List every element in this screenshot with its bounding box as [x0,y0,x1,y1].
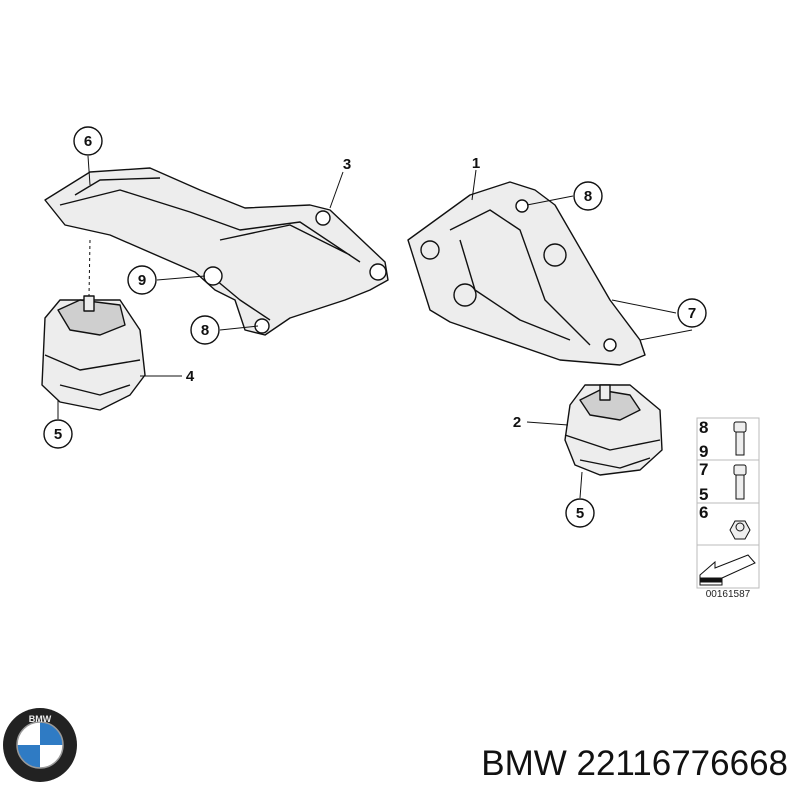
bolt-icons [729,421,751,540]
bmw-logo-text: BMW [29,714,52,724]
legend-8: 8 [699,418,708,437]
fastener-legend [696,417,760,589]
callout-4: 4 [186,368,195,385]
callout-9: 9 [138,272,146,289]
callout-8-right: 8 [584,188,592,205]
legend-9: 9 [699,442,708,461]
bracket-left [44,167,389,336]
callout-8-left: 8 [201,322,209,339]
legend-6: 6 [699,503,708,522]
callout-6: 6 [84,133,92,150]
direction-arrow-icon [699,554,756,586]
diagram-id: 00161587 [705,589,751,600]
legend-7: 7 [699,460,708,479]
callout-2: 2 [513,414,521,431]
callout-5-right: 5 [576,505,584,522]
legend-5: 5 [699,485,708,504]
part-number: BMW 22116776668 [481,744,788,783]
callout-3: 3 [343,156,351,173]
bmw-logo: BMW [3,708,77,782]
callout-5-left: 5 [54,426,62,443]
callout-1: 1 [472,155,480,172]
callout-7: 7 [688,305,696,322]
